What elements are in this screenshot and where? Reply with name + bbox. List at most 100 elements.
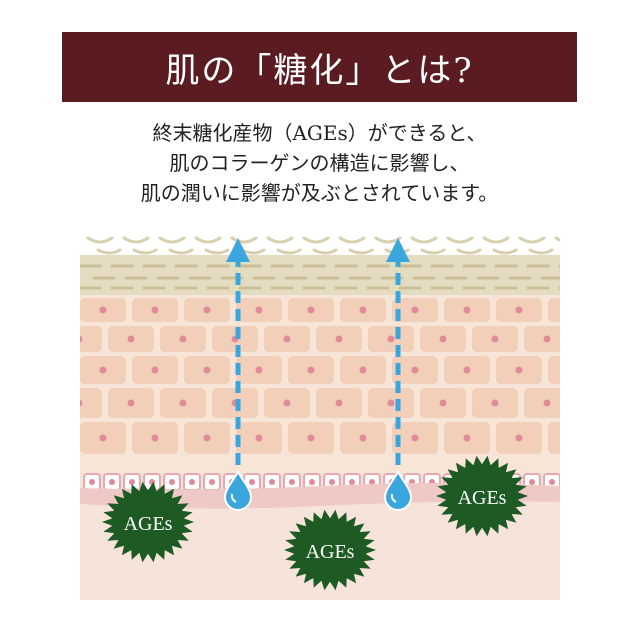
cell-nucleus [307,306,315,314]
cell-nucleus [99,366,107,374]
water-droplet-icon [383,470,413,511]
water-droplet-icon [223,470,253,511]
flake [456,248,482,255]
ages-label: AGEs [124,513,173,535]
stratum-corneum-lines [80,264,560,290]
flake [312,248,338,255]
cell-nucleus [335,399,343,407]
cell-nucleus [283,399,291,407]
basal-nucleus [249,479,255,485]
flake [194,236,222,244]
cell-nucleus [255,366,263,374]
cell-nucleus [203,366,211,374]
flake [518,236,546,244]
flake [132,248,158,255]
epidermis-cell [548,356,560,384]
cell-nucleus [515,366,523,374]
flake [96,248,122,255]
flake [240,248,266,255]
flake [168,248,194,255]
flake [482,236,510,244]
basal-nucleus [349,479,355,485]
cell-nucleus [127,399,135,407]
cell-nucleus [151,434,159,442]
epidermis-cell [524,388,560,418]
basal-nucleus [129,479,135,485]
basal-nucleus [369,479,375,485]
title-banner: 肌の「糖化」とは? [62,32,577,102]
basal-nucleus [209,479,215,485]
cell-nucleus [335,335,343,343]
cell-nucleus [359,306,367,314]
cell-nucleus [439,335,447,343]
cell-nucleus [515,434,523,442]
cell-nucleus [307,434,315,442]
cell-nucleus [463,306,471,314]
flake [230,236,258,244]
cell-nucleus [439,399,447,407]
ages-badge-3: AGEs [436,455,528,537]
epidermis-cell [80,326,102,352]
basal-nucleus [289,479,295,485]
cell-nucleus [99,434,107,442]
cell-nucleus [359,434,367,442]
cell-nucleus [179,335,187,343]
epidermis-cell [524,326,560,352]
cell-nucleus [127,335,135,343]
cell-nucleus [307,366,315,374]
cell-nucleus [411,366,419,374]
description-line-1: 終末糖化産物（AGEs）ができると、 [152,121,487,145]
flake [554,236,560,242]
description-text: 終末糖化産物（AGEs）ができると、 肌のコラーゲンの構造に影響し、 肌の潤いに… [62,118,577,208]
epidermis-cell [548,422,560,454]
epidermis-cell [80,388,102,418]
cell-nucleus [543,399,551,407]
cell-nucleus [203,306,211,314]
spiky-burst-shape [284,509,376,591]
flake [204,248,230,255]
basal-nucleus [269,479,275,485]
flake [446,236,474,244]
cell-nucleus [151,306,159,314]
dermis-boundary [80,483,560,509]
flake [420,248,446,255]
basal-nucleus [529,479,535,485]
flake [158,236,186,244]
description-line-2: 肌のコラーゲンの構造に影響し、 [169,151,470,175]
description-line-3: 肌の潤いに影響が及ぶとされています。 [140,181,499,205]
ages-badge-2: AGEs [284,509,376,591]
cell-nucleus [463,434,471,442]
flake [276,248,302,255]
cell-nucleus [255,306,263,314]
cell-nucleus [80,335,83,343]
cell-nucleus [359,366,367,374]
flake [266,236,294,244]
moisture-arrow-1 [226,238,250,465]
cell-nucleus [255,434,263,442]
cell-nucleus [387,399,395,407]
cell-nucleus [387,335,395,343]
moisture-arrow-2 [386,238,410,465]
cell-nucleus [543,335,551,343]
cell-nucleus [411,306,419,314]
cell-nucleus [411,434,419,442]
flake [86,236,114,244]
basal-nucleus [189,479,195,485]
cell-nucleus [283,335,291,343]
ages-label: AGEs [306,541,355,563]
skin-cross-section: AGEs AGEs AGEs [80,236,560,600]
flake [302,236,330,244]
ages-badge-1: AGEs [102,481,194,563]
flake [492,248,518,255]
flake [410,236,438,244]
basal-nucleus [549,479,555,485]
cell-nucleus [99,306,107,314]
epidermis-cells [80,298,560,454]
spiky-burst-shape [436,455,528,537]
cell-nucleus [203,434,211,442]
flake [122,236,150,244]
page-title: 肌の「糖化」とは? [165,50,474,91]
basal-nucleus [169,479,175,485]
cell-nucleus [80,399,83,407]
flake [338,236,366,244]
